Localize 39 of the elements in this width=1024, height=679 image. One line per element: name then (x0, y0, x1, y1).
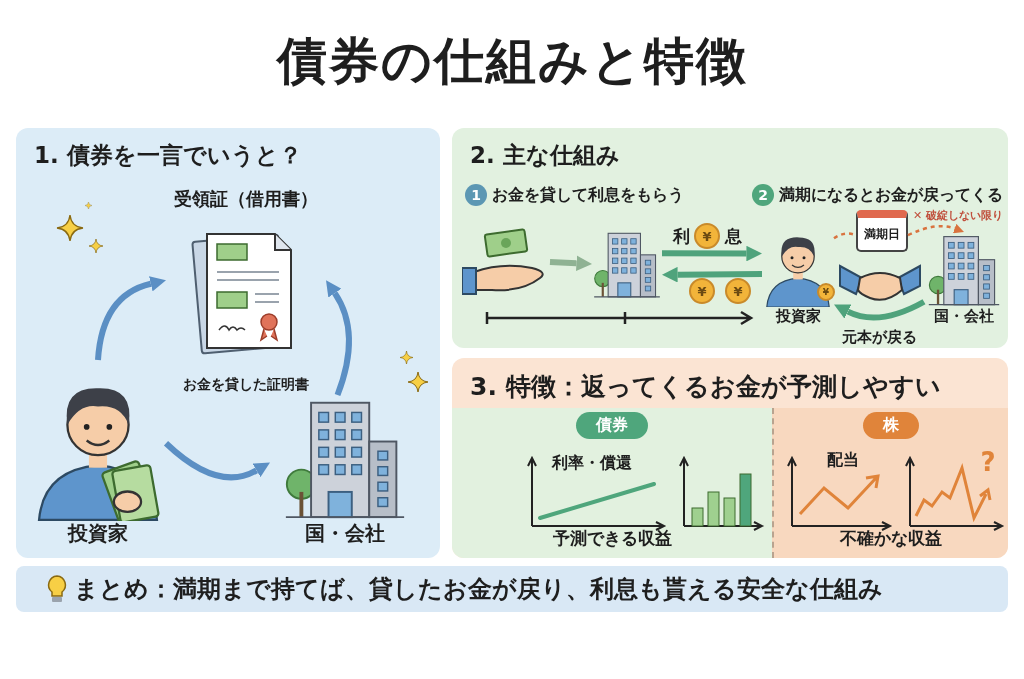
interest-label: 息 (724, 224, 742, 248)
step-heading: お金を貸して利息をもらう (492, 184, 684, 206)
section-panel (16, 128, 440, 558)
document-caption: お金を貸した証明書 (183, 376, 309, 393)
summary-bar (16, 566, 1008, 612)
main-title: 債券の仕組みと特徴 (276, 32, 748, 90)
chart-label: 配当 (827, 449, 859, 471)
calendar-card (856, 210, 908, 252)
category-pill: 債券 (576, 412, 648, 439)
edge-label: 元本が戻る (839, 327, 919, 347)
section-panel (452, 358, 1008, 558)
arrow (164, 441, 271, 481)
question-mark: ? (980, 447, 996, 477)
document-title: 受領証（借用書） (174, 188, 318, 210)
summary-text: まとめ：満期まで持てば、貸したお金が戻り、利息も貰える安全な仕組み (74, 574, 883, 605)
arrow (549, 255, 592, 272)
maturity-date-label: 満期日 (864, 225, 900, 243)
panel-caption: 予測できる収益 (552, 527, 672, 550)
step-heading: 満期になるとお金が戻ってくる (779, 184, 1003, 206)
arrow (662, 266, 763, 283)
section-heading: 3. 特徴：返ってくるお金が予測しやすい (470, 371, 941, 403)
chart-label: 利率・償還 (552, 452, 632, 474)
arrow (326, 279, 352, 396)
interest-label: 利 (672, 224, 690, 248)
section-heading: 1. 債券を一言でいうと？ (34, 141, 302, 170)
dashed-arrow (907, 223, 965, 237)
section-panel (452, 128, 1008, 348)
category-pill: 株 (863, 412, 919, 439)
comparison-panel (772, 408, 1008, 558)
company-label: 国・会社 (305, 521, 385, 545)
section-heading: 2. 主な仕組み (470, 141, 620, 170)
investor-label: 投資家 (775, 307, 821, 325)
comparison-panel (452, 408, 772, 558)
arrow (95, 276, 166, 361)
company-label: 国・会社 (934, 307, 994, 325)
investor-label: 投資家 (68, 521, 128, 545)
arrow (662, 245, 762, 262)
arrow (833, 299, 926, 321)
panel-caption: 不確かな収益 (840, 527, 942, 550)
